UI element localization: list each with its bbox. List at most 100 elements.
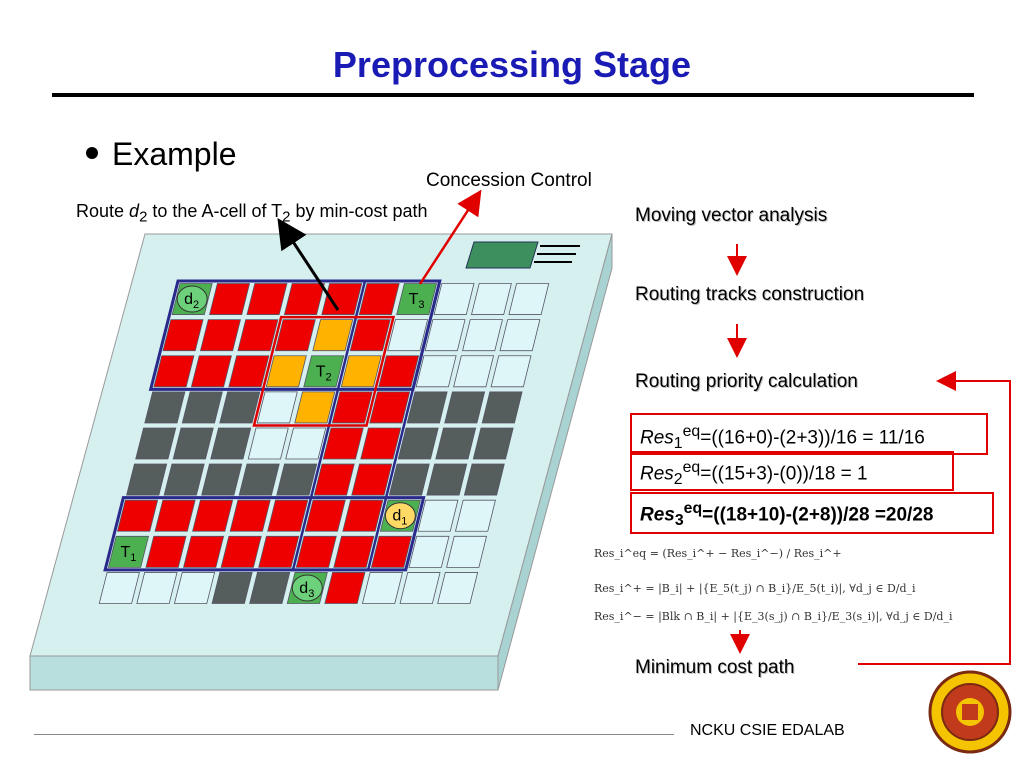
grid-cell xyxy=(424,319,466,352)
grid-cell xyxy=(229,499,271,532)
grid-cell xyxy=(249,572,291,604)
formula-res-minus: Res_i^− = |Blk ∩ B_i| + |{E_3(s_j) ∩ B_i… xyxy=(594,610,953,623)
step-moving-vector: Moving vector analysis xyxy=(635,205,828,226)
grid-cell xyxy=(462,319,503,352)
grid-cell xyxy=(472,427,514,460)
terminal-d1 xyxy=(384,502,416,530)
grid-cell xyxy=(333,535,375,568)
grid-cell xyxy=(181,391,223,424)
grid-cell xyxy=(209,283,251,315)
grid-cell xyxy=(435,427,477,460)
res2-box xyxy=(630,451,954,491)
step-minimum-cost-path: Minimum cost path xyxy=(635,657,795,678)
grid-cell xyxy=(490,355,532,388)
grid-cell xyxy=(360,427,402,460)
grid-cell xyxy=(285,427,327,460)
grid-cell xyxy=(228,355,270,388)
grid-cell xyxy=(399,572,441,604)
grid-cell xyxy=(324,572,366,604)
grid-cell xyxy=(312,319,354,352)
grid-cell xyxy=(361,572,403,604)
grid-cell xyxy=(294,391,336,424)
grid-cell xyxy=(321,283,363,315)
block-outlines xyxy=(103,279,442,572)
grid-cell xyxy=(199,319,241,352)
grid-cell xyxy=(351,463,393,496)
res3-box xyxy=(630,492,994,534)
route-arrow xyxy=(277,217,340,311)
grid-cell xyxy=(211,572,253,604)
grid-cell xyxy=(238,463,280,496)
grid-cell xyxy=(283,283,325,315)
res2-text: Res2eq=((15+3)-(0))/18 = 1 xyxy=(640,459,868,489)
grid-cell xyxy=(219,391,261,424)
grid-cell xyxy=(304,499,346,532)
grid-cell xyxy=(256,391,298,424)
grid-cell xyxy=(153,355,195,388)
grid-cell xyxy=(437,572,479,604)
grid-cell xyxy=(173,572,216,604)
grid-cell xyxy=(453,355,495,388)
grid-cell xyxy=(295,535,337,568)
grid-cell xyxy=(274,319,316,352)
grid-cell xyxy=(340,355,382,388)
label-t3: T3 xyxy=(409,291,425,311)
label-d3: d3 xyxy=(299,580,314,600)
res1-text: Res1eq=((16+0)-(2+3))/16 = 11/16 xyxy=(640,423,925,453)
grid-cell xyxy=(417,499,459,532)
step-routing-priority: Routing priority calculation xyxy=(635,371,858,392)
grid-cell xyxy=(136,572,178,604)
title-divider xyxy=(52,93,974,97)
grid-cell xyxy=(454,499,496,532)
concession-arrow xyxy=(418,189,482,285)
grid-cell xyxy=(433,283,475,315)
grid-cell xyxy=(508,283,550,315)
grid-cell xyxy=(237,319,279,352)
chip-block xyxy=(465,241,539,269)
grid-cell xyxy=(163,463,205,496)
grid-cell xyxy=(313,463,355,496)
bullet-text: Example xyxy=(112,136,237,172)
grid-cell xyxy=(463,463,505,496)
grid-cell xyxy=(369,391,411,424)
grid-cell xyxy=(342,499,384,532)
grid-cell xyxy=(387,319,429,352)
grid-cell xyxy=(388,463,430,496)
bullet-dot-icon xyxy=(86,146,98,159)
concession-control-label: Concession Control xyxy=(426,170,592,191)
grid-cell xyxy=(446,535,488,568)
label-d1: d1 xyxy=(392,508,407,528)
grid-cell xyxy=(192,499,234,532)
label-d2: d2 xyxy=(184,291,199,311)
label-t1: T1 xyxy=(120,544,136,564)
formula-res-plus: Res_i^+ = |B_i| + |{E_5(t_j) ∩ B_i}/E_5(… xyxy=(594,582,916,595)
outline-block-bottom xyxy=(103,496,426,572)
grid-cell xyxy=(406,391,448,424)
grid-cell xyxy=(358,283,400,315)
grid-cell xyxy=(499,319,541,352)
grid-cell xyxy=(415,355,457,388)
grid-cell xyxy=(396,283,438,315)
grid-cell xyxy=(183,535,225,568)
grid-cell xyxy=(426,463,468,496)
grid-cell xyxy=(397,427,439,460)
grid-cell xyxy=(247,427,289,460)
ncku-seal-logo xyxy=(928,670,1012,754)
footer-divider xyxy=(34,734,674,735)
footer-text: NCKU CSIE EDALAB xyxy=(690,722,845,739)
grid-cell xyxy=(98,572,140,604)
grid-cell xyxy=(481,391,523,424)
grid-cell xyxy=(154,499,196,532)
grid-cell xyxy=(135,427,177,460)
grid-cell xyxy=(107,535,150,568)
grid-cell xyxy=(126,463,168,496)
grid-cell xyxy=(331,391,373,424)
grid-cell xyxy=(370,535,412,568)
grid-cell xyxy=(246,283,288,315)
terminal-d2 xyxy=(176,285,208,313)
grid-cell xyxy=(408,535,450,568)
bullet-example: Example xyxy=(86,136,237,173)
cell-labels: d2 T3 T2 d1 T1 d3 xyxy=(120,291,424,600)
grid-cell xyxy=(190,355,232,388)
